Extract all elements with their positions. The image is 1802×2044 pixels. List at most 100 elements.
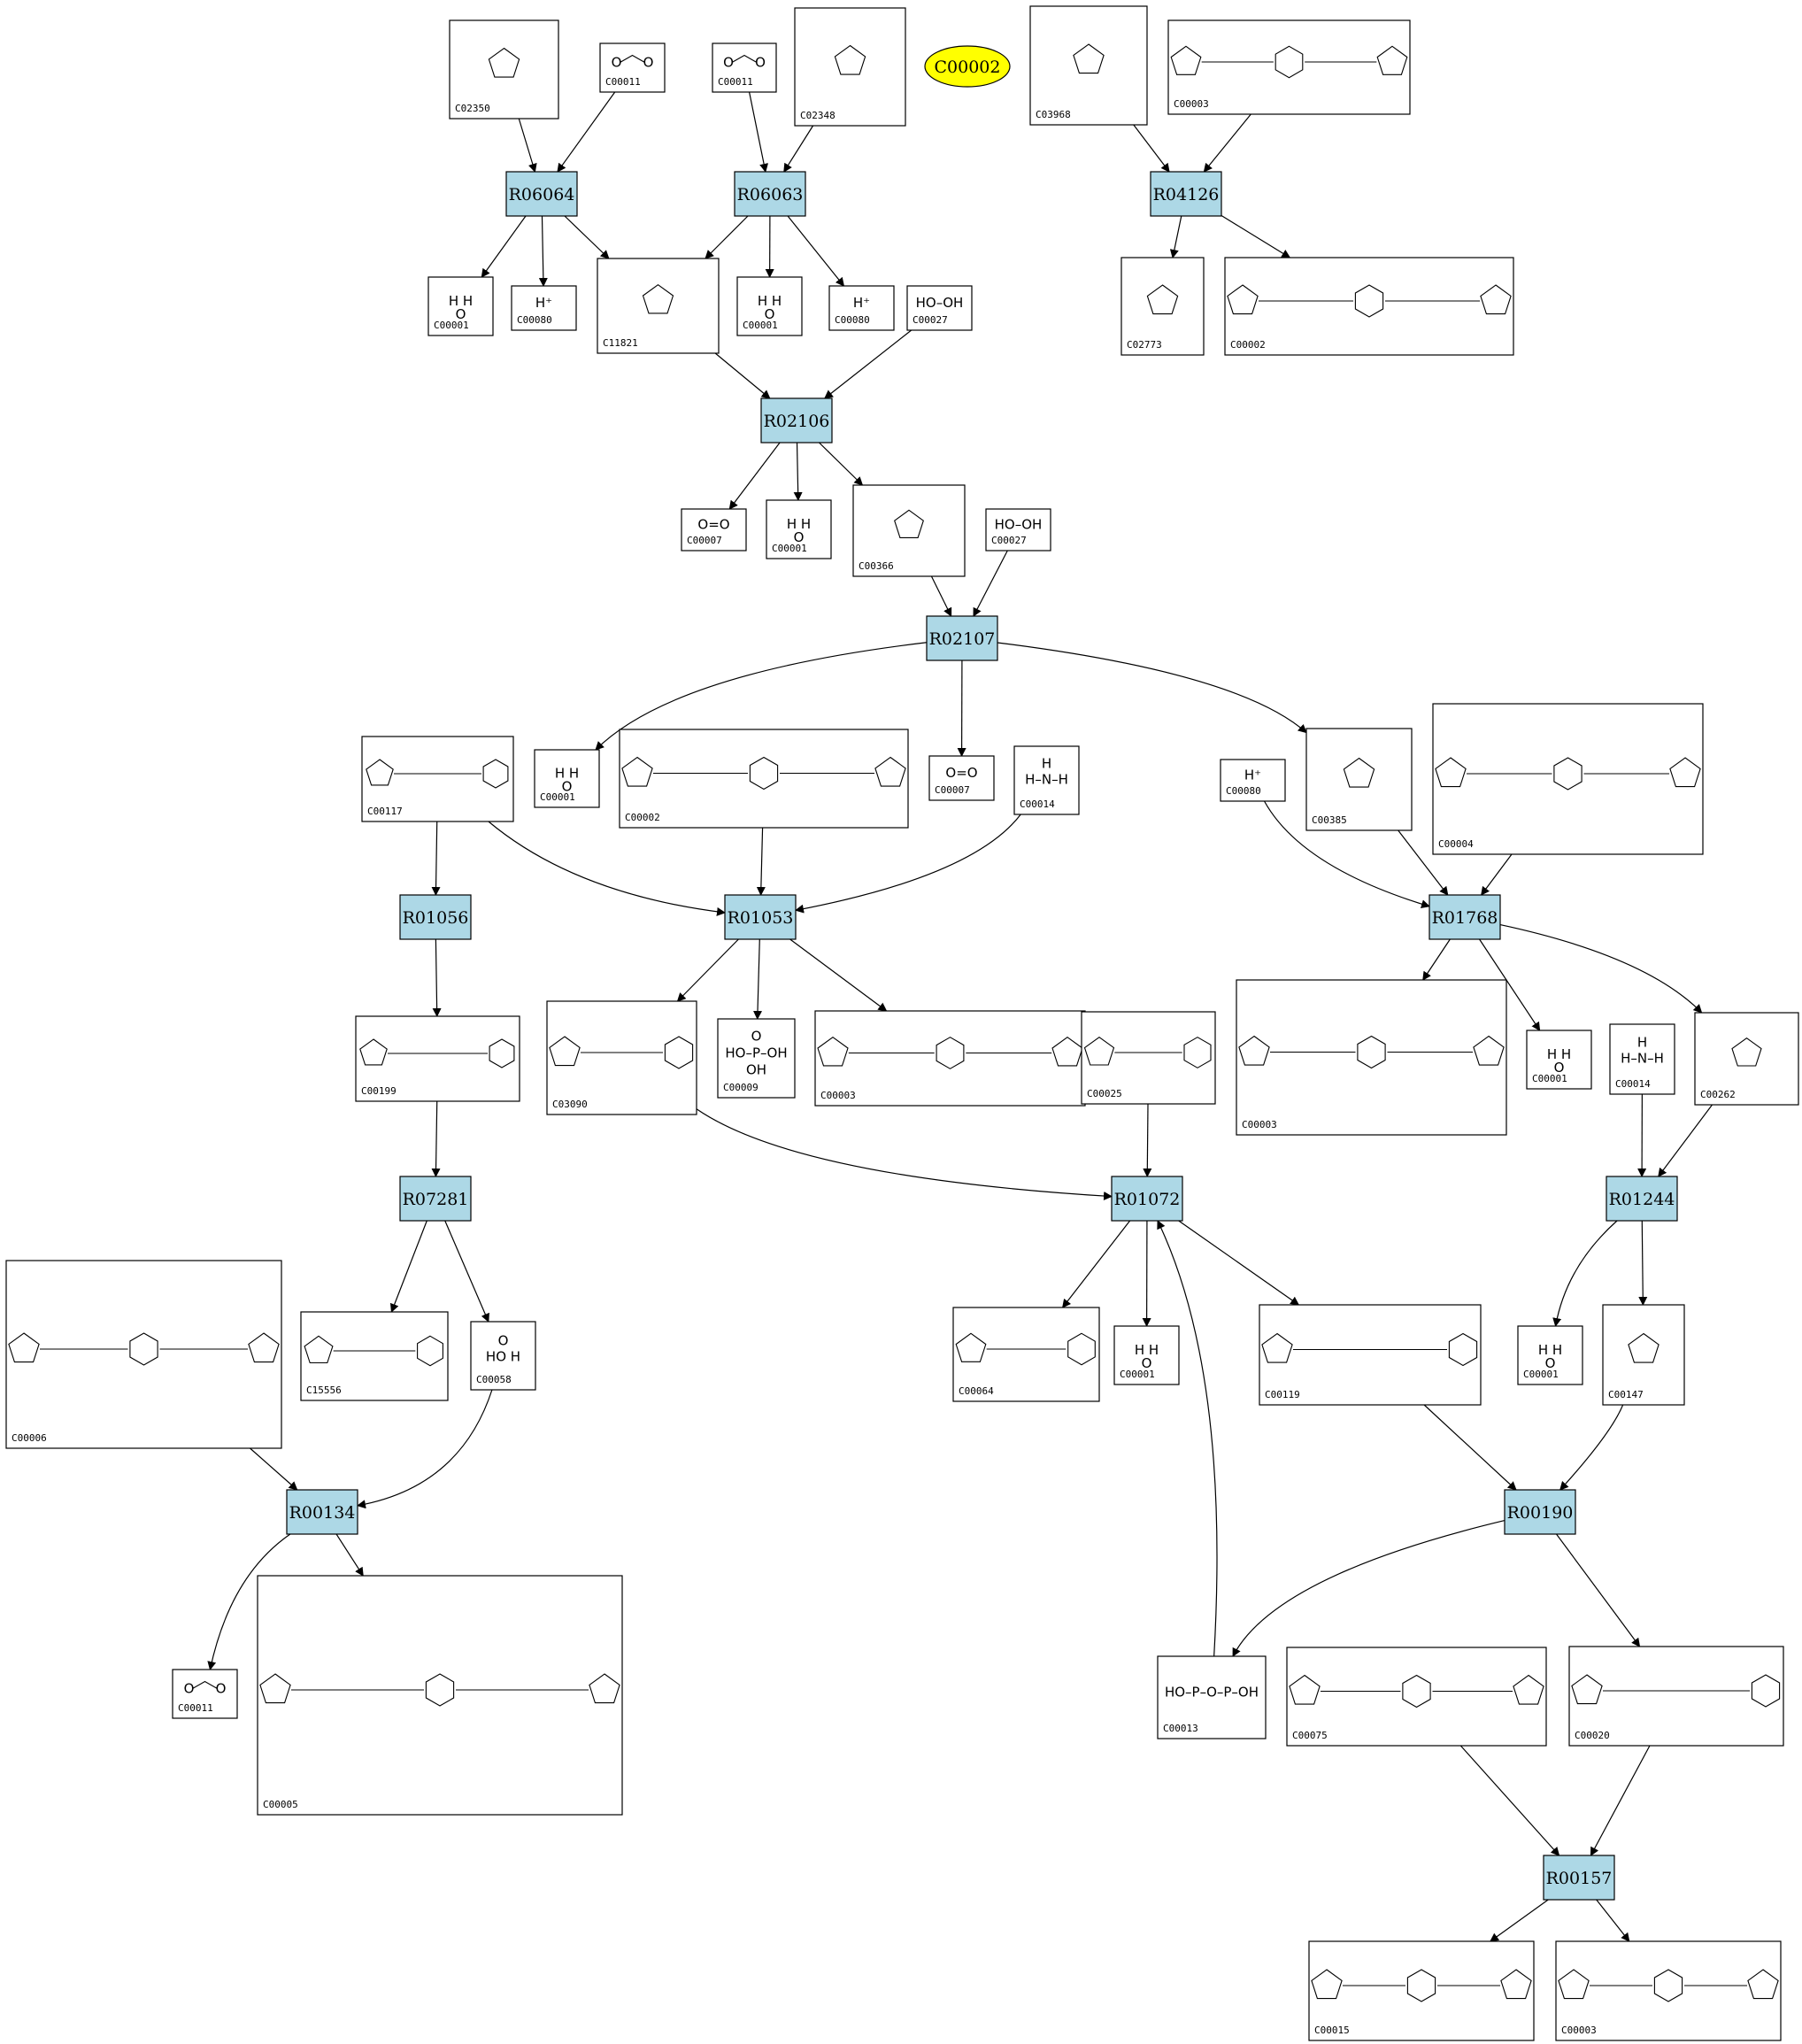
- compound-c02348[interactable]: C02348: [794, 7, 906, 127]
- compound-box: [928, 755, 995, 801]
- compound-c00117[interactable]: C00117: [361, 736, 514, 822]
- compound-box: [814, 1010, 1086, 1107]
- highlight-label: C00002: [935, 58, 1001, 77]
- reaction-r00134[interactable]: R00134: [286, 1489, 358, 1535]
- reaction-box: [760, 397, 833, 444]
- compound-c02773[interactable]: C02773: [1120, 257, 1205, 356]
- compound-c00025[interactable]: C00025: [1081, 1011, 1216, 1105]
- ring-nucleotide-monophosphate: [1571, 1674, 1603, 1705]
- reaction-box: [1429, 894, 1501, 940]
- compound-c00262[interactable]: C00262: [1694, 1012, 1799, 1106]
- compound-c00002[interactable]: C00002: [619, 729, 909, 829]
- reaction-r00190[interactable]: R00190: [1504, 1489, 1576, 1535]
- ring-glutamine: [955, 1332, 987, 1362]
- edge-c00025-R01072: [1143, 1103, 1152, 1177]
- reaction-r00157[interactable]: R00157: [1543, 1855, 1615, 1901]
- compound-c00006[interactable]: C00006: [5, 1260, 282, 1449]
- edge-R01768-c00001e: [1479, 938, 1541, 1031]
- edge-c00080c-R01768: [1263, 800, 1430, 909]
- edge-R00157-c00003d: [1596, 1899, 1630, 1942]
- compound-c00015[interactable]: C00015: [1308, 1940, 1535, 2041]
- compound-box: [1694, 1012, 1799, 1106]
- compound-c00385[interactable]: C00385: [1305, 728, 1413, 831]
- ring-nad-reduced: [1669, 757, 1701, 788]
- ring-ribulose-phosphate: [359, 1038, 388, 1066]
- compound-c00020[interactable]: C00020: [1568, 1646, 1784, 1747]
- compound-c03090[interactable]: C03090: [546, 1000, 697, 1115]
- edge-R00190-c00013: [1232, 1520, 1506, 1657]
- compound-c00119[interactable]: C00119: [1259, 1304, 1482, 1406]
- compound-c00080[interactable]: H⁺C00080: [511, 285, 577, 331]
- compound-c00199[interactable]: C00199: [355, 1015, 520, 1102]
- reaction-r01072[interactable]: R01072: [1111, 1176, 1183, 1222]
- compound-c00002[interactable]: C00002: [1224, 257, 1514, 356]
- compound-c00366[interactable]: C00366: [852, 484, 966, 577]
- compound-c00080[interactable]: H⁺C00080: [828, 285, 895, 331]
- reaction-r01056[interactable]: R01056: [399, 894, 472, 940]
- reaction-r06063[interactable]: R06063: [734, 171, 806, 217]
- compound-c00003[interactable]: C00003: [814, 1010, 1086, 1107]
- reaction-r04126[interactable]: R04126: [1150, 171, 1222, 217]
- water-oxygen: O: [562, 779, 573, 795]
- edge-c00003a-R04126: [1203, 113, 1251, 173]
- reaction-r02106[interactable]: R02106: [760, 397, 833, 444]
- diphosphate-formula: HO–P–O–P–OH: [1165, 1685, 1259, 1701]
- compound-c00147[interactable]: C00147: [1602, 1304, 1685, 1406]
- compound-c00005[interactable]: C00005: [257, 1575, 623, 1816]
- ring-nadp: [129, 1332, 158, 1366]
- compound-id-label: C00080: [835, 314, 870, 326]
- reaction-box: [1150, 171, 1222, 217]
- reaction-r01053[interactable]: R01053: [724, 894, 797, 940]
- reaction-r01768[interactable]: R01768: [1429, 894, 1501, 940]
- reaction-r06064[interactable]: R06064: [505, 171, 578, 217]
- edge-R01053-c00003b: [789, 938, 888, 1012]
- compound-box: [1609, 1023, 1675, 1095]
- ring-nad: [1357, 1035, 1386, 1069]
- reaction-r01244[interactable]: R01244: [1606, 1176, 1678, 1222]
- compound-id-label: C00027: [913, 314, 948, 326]
- highlight-ellipse[interactable]: [924, 45, 1011, 88]
- compound-c00064[interactable]: C00064: [952, 1307, 1100, 1402]
- compound-c00080[interactable]: H⁺C00080: [1220, 759, 1286, 802]
- peroxide-formula: HO–OH: [995, 517, 1043, 533]
- compound-c03968[interactable]: C03968: [1029, 5, 1148, 126]
- compound-c15556[interactable]: C15556: [300, 1311, 449, 1401]
- ring-glycerol-R: [1146, 284, 1179, 315]
- compound-c02350[interactable]: C02350: [449, 19, 559, 120]
- reaction-box: [286, 1489, 358, 1535]
- ring-nadp: [8, 1332, 40, 1363]
- co2-oxygen: O: [755, 55, 766, 71]
- compound-c00004[interactable]: C00004: [1432, 703, 1704, 855]
- compound-c00003[interactable]: C00003: [1167, 19, 1411, 115]
- compound-box: [828, 285, 895, 331]
- reaction-box: [1111, 1176, 1183, 1222]
- compound-c00003[interactable]: C00003: [1236, 979, 1507, 1136]
- compound-box: [712, 42, 777, 93]
- water-hydrogens: H H: [1538, 1342, 1562, 1358]
- compound-c00003[interactable]: C00003: [1555, 1940, 1782, 2041]
- compound-c00075[interactable]: C00075: [1286, 1647, 1547, 1747]
- reaction-r07281[interactable]: R07281: [399, 1176, 472, 1222]
- reaction-id-label: R00157: [1546, 1869, 1613, 1888]
- reaction-r02107[interactable]: R02107: [926, 615, 998, 661]
- compound-c11821[interactable]: C11821: [597, 258, 720, 354]
